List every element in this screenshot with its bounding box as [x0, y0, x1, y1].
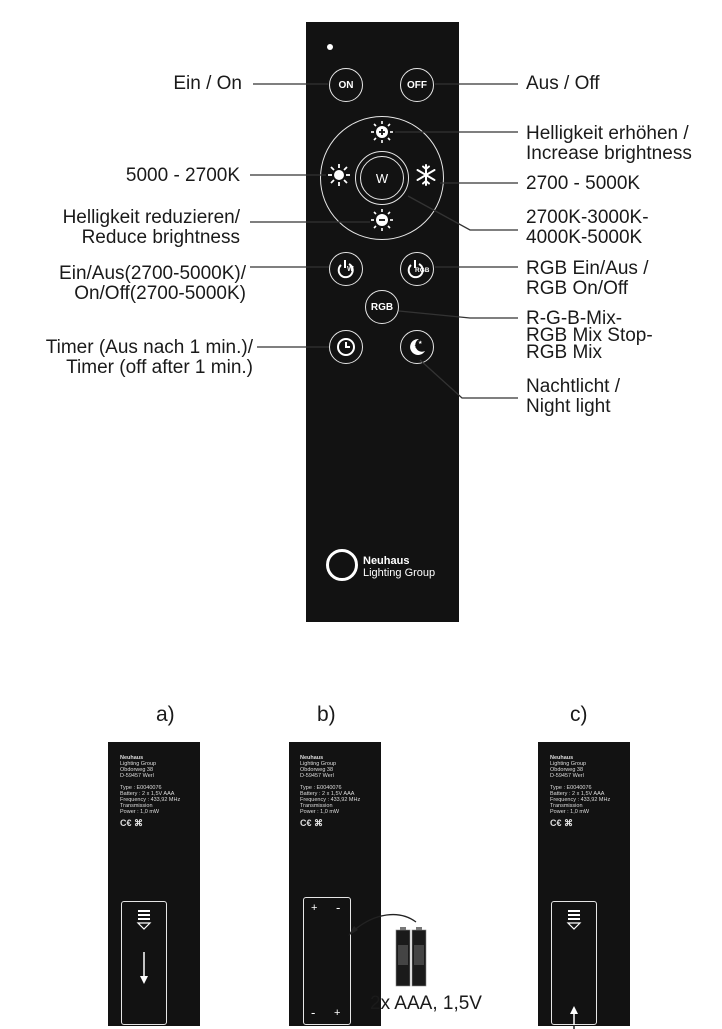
battery-door-a[interactable] — [121, 901, 167, 1025]
svg-text:★: ★ — [418, 340, 423, 346]
back-b-text: Neuhaus Lighting Group Obdorweg 38 D-594… — [300, 755, 361, 828]
label-cct-left: 5000 - 2700K — [125, 165, 240, 186]
timer-button[interactable] — [329, 330, 363, 364]
snowflake-icon[interactable] — [414, 163, 438, 187]
logo-line2: Lighting Group — [363, 567, 436, 579]
brightness-down-icon[interactable] — [370, 208, 394, 232]
clock-icon — [337, 338, 355, 356]
battery-note: 2x AAA, 1,5V — [370, 993, 482, 1014]
label-reduce: Helligkeit reduzieren/ Reduce brightness — [62, 207, 240, 248]
back-c-text: Neuhaus Lighting Group Obdorweg 38 D-594… — [550, 755, 611, 828]
label-power-w: Ein/Aus(2700-5000K)/ On/Off(2700-5000K) — [59, 263, 246, 304]
label-rgb-mix: R-G-B-Mix- RGB Mix Stop- RGB Mix — [526, 308, 653, 363]
label-aus-off: Aus / Off — [526, 73, 600, 94]
w-button-ring — [355, 151, 409, 205]
sun-icon[interactable] — [327, 163, 351, 187]
caption-b: b) — [317, 703, 336, 726]
label-nightlight: Nachtlicht / Night light — [526, 376, 620, 417]
label-ein-on: Ein / On — [173, 73, 242, 94]
polarity-minus-bottom: - — [311, 1005, 316, 1020]
label-rgb-power: RGB Ein/Aus / RGB On/Off — [526, 258, 649, 299]
indicator-led — [327, 44, 333, 50]
leader-lines — [250, 83, 518, 399]
caption-c: c) — [570, 703, 588, 726]
power-rgb-label: RGB — [415, 267, 430, 274]
slide-up-arrow-icon — [566, 910, 582, 1029]
power-rgb-button[interactable] — [400, 252, 434, 286]
batteries-icon — [348, 913, 427, 987]
w-button[interactable]: W — [360, 156, 404, 200]
polarity-minus-top: - — [336, 900, 341, 915]
power-w-label: W — [347, 266, 354, 273]
label-w-cycle: 2700K-3000K- 4000K-5000K — [526, 207, 649, 248]
moon-icon: ★ ★ — [410, 338, 425, 355]
label-increase: Helligkeit erhöhen / Increase brightness — [526, 123, 692, 164]
battery-compartment-b — [303, 897, 351, 1025]
power-w-icon — [337, 260, 354, 279]
polarity-plus-top: + — [311, 902, 318, 914]
brightness-up-icon[interactable] — [370, 120, 394, 144]
label-timer: Timer (Aus nach 1 min.)/ Timer (off afte… — [45, 337, 253, 378]
label-cct-right: 2700 - 5000K — [526, 173, 641, 194]
remote-back-c — [538, 742, 630, 1026]
remote-back-b — [289, 742, 381, 1026]
control-ring — [320, 116, 444, 240]
logo-line1: Neuhaus — [363, 555, 410, 567]
power-rgb-icon — [407, 260, 424, 279]
polarity-plus-bottom: + — [334, 1007, 341, 1019]
logo-ring — [326, 549, 358, 581]
svg-text:★: ★ — [414, 343, 419, 350]
rgb-button[interactable]: RGB — [365, 290, 399, 324]
nightlight-button[interactable] — [400, 330, 434, 364]
remote-back-a — [108, 742, 200, 1026]
caption-a: a) — [156, 703, 175, 726]
on-button[interactable]: ON — [329, 68, 363, 102]
back-a-text: Neuhaus Lighting Group Obdorweg 38 D-594… — [120, 755, 181, 828]
slide-down-arrow-icon — [136, 910, 152, 984]
power-w-button[interactable] — [329, 252, 363, 286]
off-button[interactable]: OFF — [400, 68, 434, 102]
